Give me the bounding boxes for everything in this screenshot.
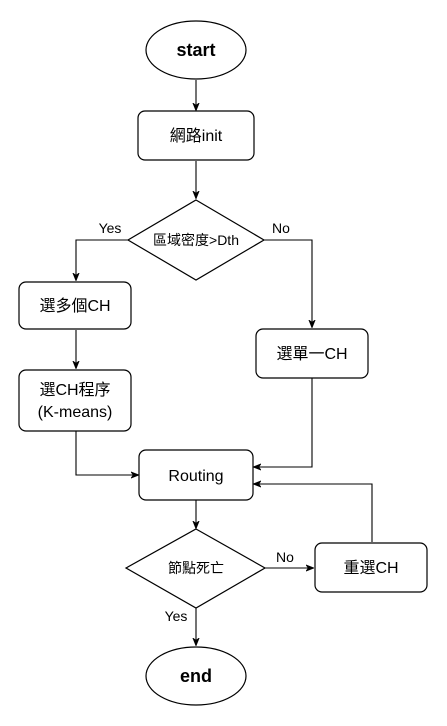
decision-density-label: 區域密度>Dth (153, 232, 239, 248)
process-multi-ch-shape (18, 281, 132, 330)
edges (75, 80, 373, 645)
node-single-ch: 選單一CH (255, 328, 369, 379)
node-start: start (145, 20, 247, 80)
label-dead-yes: Yes (165, 608, 188, 624)
process-routing-shape (138, 449, 254, 501)
label-density-no: No (272, 220, 290, 236)
node-multi-ch: 選多個CH (18, 281, 132, 330)
process-reselect-ch-label: 重選CH (343, 559, 398, 577)
label-density-yes: Yes (99, 220, 122, 236)
edge-reselect-to-routing (254, 484, 373, 542)
node-routing: Routing (138, 449, 254, 501)
process-reselect-ch-shape (314, 542, 428, 593)
node-end: end (145, 646, 247, 706)
label-dead-no: No (276, 549, 294, 565)
edge-density-yes (76, 239, 128, 280)
node-density-decision: 區域密度>Dth (126, 199, 266, 281)
terminal-start-label: start (176, 40, 215, 60)
node-init: 網路init (137, 110, 255, 161)
process-ch-program-shape (18, 369, 132, 432)
node-ch-program: 選CH程序 (K-means) (18, 369, 132, 432)
edge-labels: Yes No No Yes (99, 220, 295, 624)
process-ch-program-label-1: 選CH程序 (39, 381, 110, 399)
process-ch-program-label-2: (K-means) (38, 404, 113, 421)
edge-program-to-routing (75, 431, 138, 475)
node-dead-decision: 節點死亡 (124, 528, 267, 609)
decision-dead-label: 節點死亡 (168, 560, 224, 576)
terminal-start-shape (145, 20, 247, 80)
process-init-shape (137, 110, 255, 161)
terminal-end-shape (145, 646, 247, 706)
decision-density-shape (126, 199, 266, 281)
edge-density-no (264, 239, 312, 327)
decision-dead-shape (124, 528, 267, 609)
process-init-label: 網路init (170, 127, 223, 145)
edge-single-to-routing (254, 378, 313, 467)
process-multi-ch-label: 選多個CH (39, 297, 110, 315)
terminal-end-label: end (180, 666, 212, 686)
process-single-ch-shape (255, 328, 369, 379)
node-reselect-ch: 重選CH (314, 542, 428, 593)
process-single-ch-label: 選單一CH (276, 345, 347, 363)
process-routing-label: Routing (168, 468, 223, 485)
